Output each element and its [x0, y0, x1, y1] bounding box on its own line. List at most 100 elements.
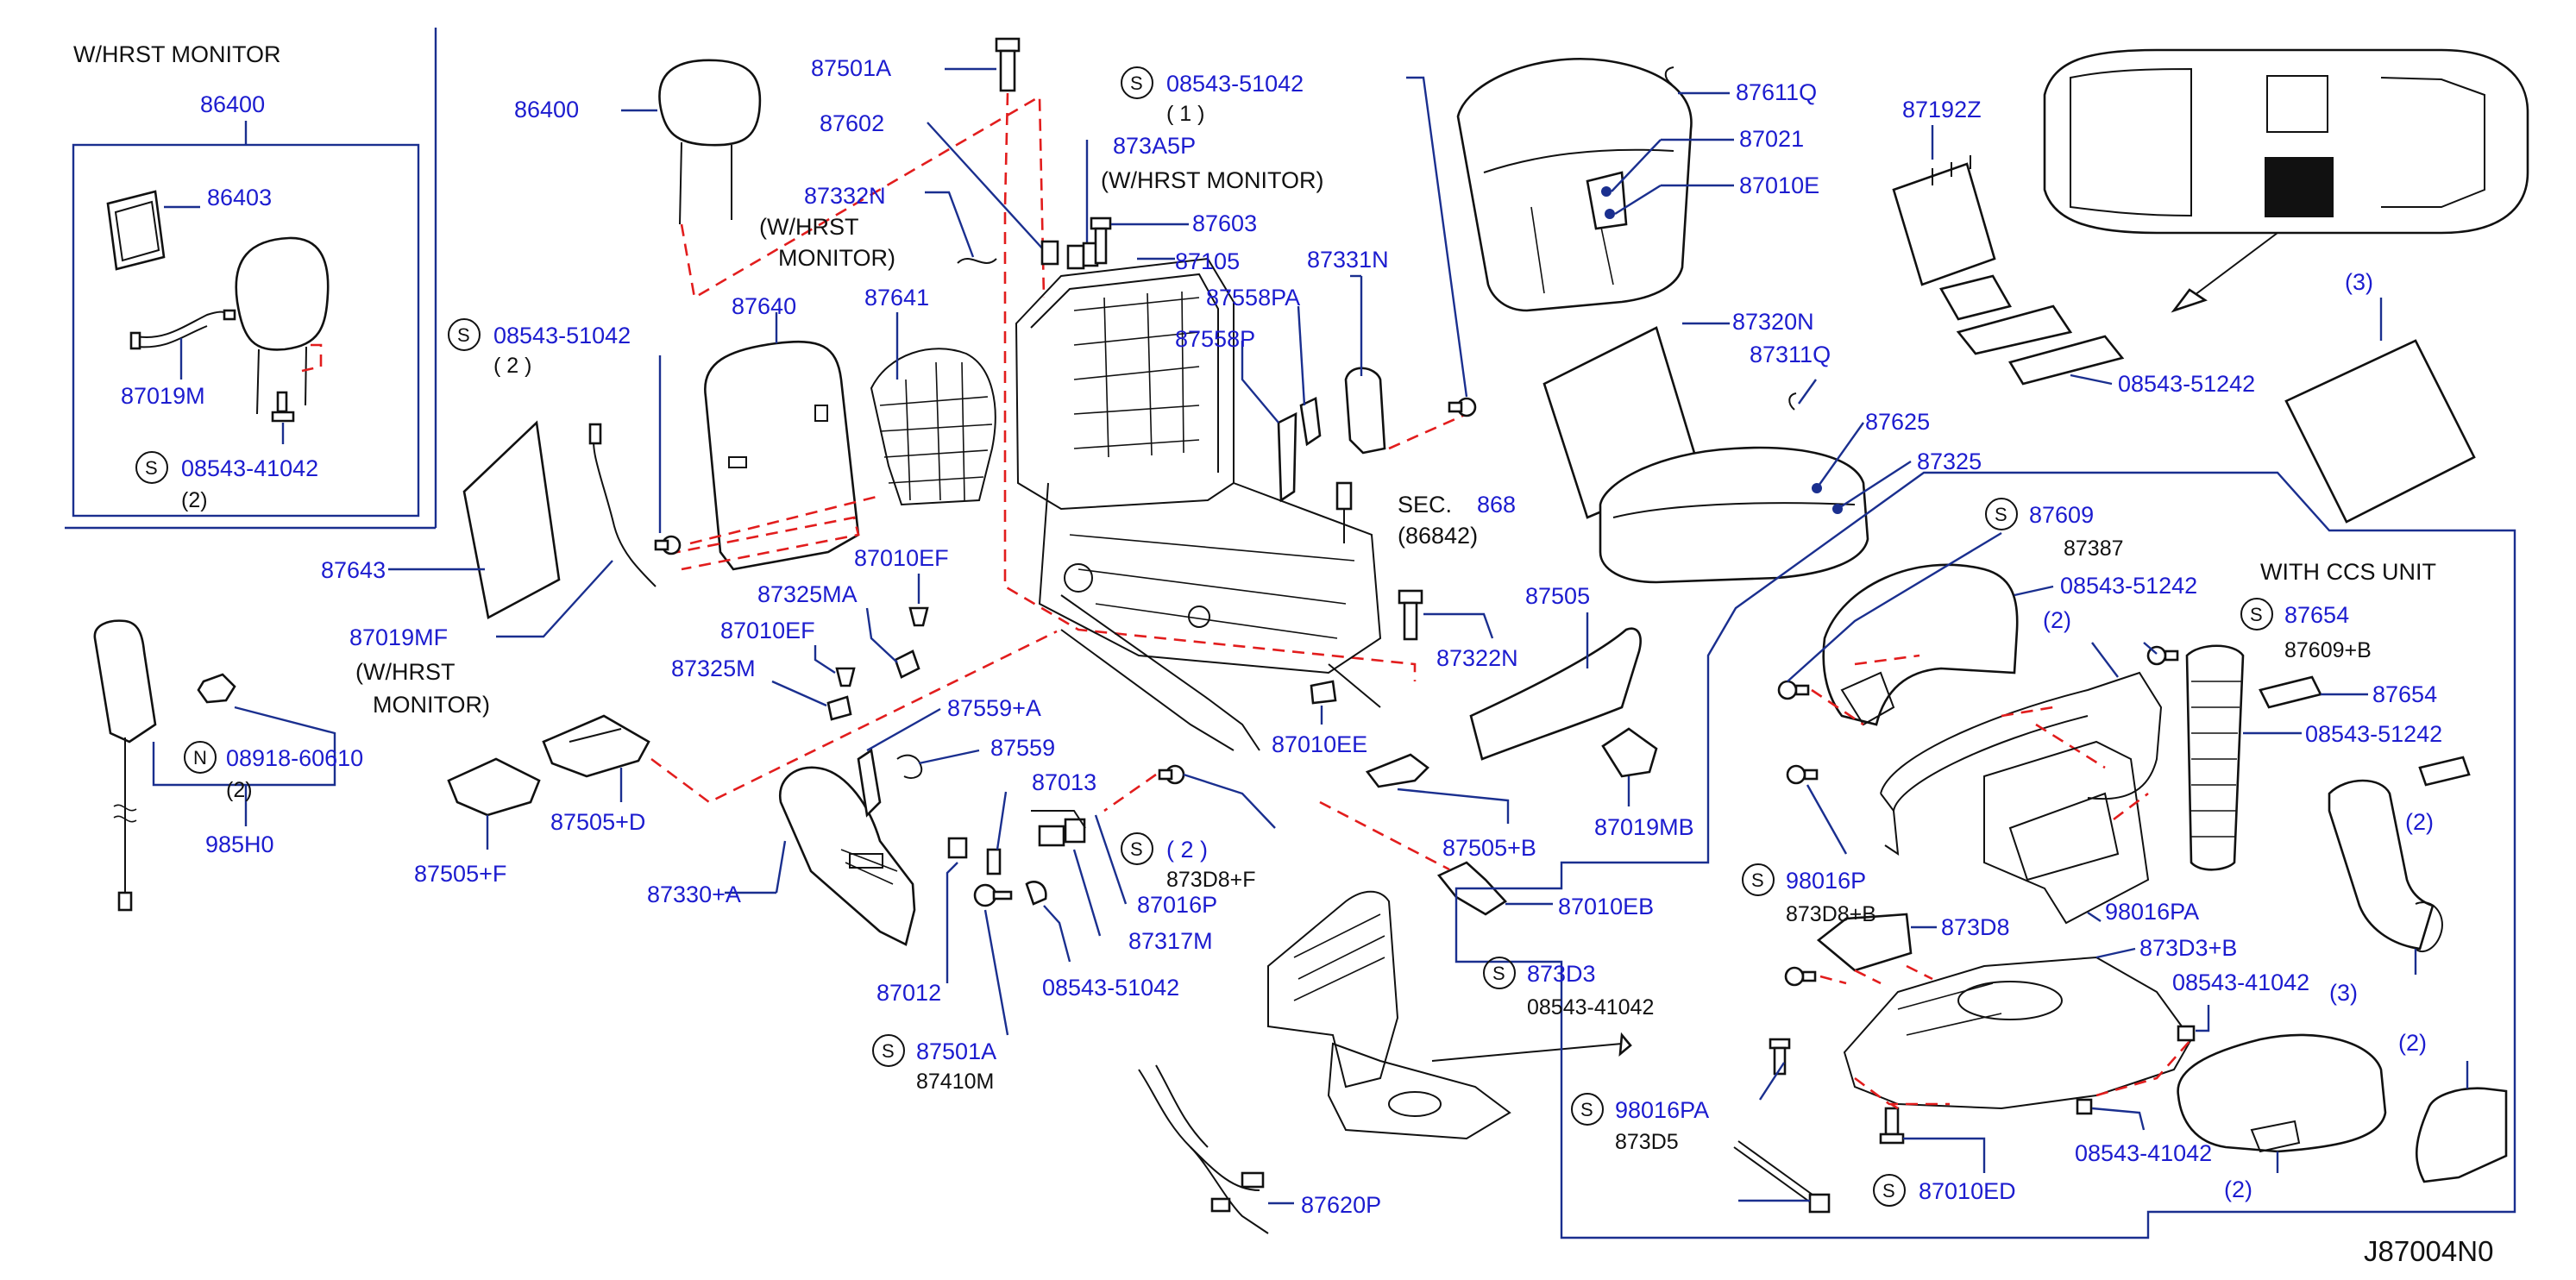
clip-87325M-icon: [826, 695, 852, 721]
seat-trim-87330A-icon: [778, 766, 916, 946]
part-label-873D8B: 98016PA: [2105, 899, 2199, 925]
lumbar-pad-985H0-icon: [93, 619, 157, 912]
diagram-code: J87004N0: [2364, 1235, 2493, 1267]
screw-left-icon: [654, 535, 682, 555]
clip-87325MA-icon: [894, 649, 920, 679]
screw-symbol: S: [2250, 604, 2263, 625]
part-label-87387: (2): [2043, 607, 2071, 633]
nut-symbol-circle: [184, 741, 217, 774]
inset-screw-icon: [271, 391, 295, 423]
part-label-87643: 87643: [321, 557, 386, 583]
inset-frame: [65, 28, 437, 530]
bracket-87558PA-icon: [1299, 397, 1322, 447]
part-label-87317M: 87012: [876, 980, 941, 1006]
qty-41042-b: 873D5: [1615, 1130, 1679, 1154]
part-label-87505: 87019MB: [1594, 814, 1694, 840]
seatback-panel-87640-icon: [704, 340, 860, 571]
headrest-icon: [658, 59, 762, 225]
ccs-section-title: WITH CCS UNIT: [2260, 559, 2436, 585]
guide-873A5P-icon: [1066, 242, 1099, 270]
screw-symbol: S: [457, 324, 470, 346]
qty-nut: (2): [226, 778, 253, 802]
clip-87317M-icon: [947, 837, 968, 859]
part-label-87609: 08543-51242: [2060, 573, 2197, 599]
clip-98016PA-a-icon: [2177, 1025, 2196, 1042]
part-label-87010E: 87311Q: [1750, 342, 1831, 367]
qty-inset: (2): [181, 488, 208, 512]
part-label-985H0: 985H0: [205, 831, 274, 857]
part-label-98016PA-a: 08543-41042: [2172, 969, 2309, 995]
hrst-note-87019MF-b: MONITOR): [373, 692, 490, 718]
screw-mid-icon: [1158, 764, 1185, 785]
part-label-87501A-mid: 87322N: [1436, 645, 1518, 671]
part-label-87322N: 87505: [1525, 583, 1590, 609]
part-label-08918-60610: 08918-60610: [226, 745, 363, 771]
part-label-98016P: 873D8: [1941, 914, 2010, 940]
part-label-87019M: 87019M: [121, 383, 205, 409]
screw-symbol-circle: [1873, 1174, 1906, 1207]
part-label-08543-51042-bot: 87501A: [916, 1038, 996, 1064]
part-label-08543-51242-b: 87654: [2284, 602, 2349, 628]
inset-title: W/HRST MONITOR: [73, 41, 281, 67]
screw-symbol: S: [1882, 1180, 1895, 1202]
hrst-note-87332N-a: (W/HRST: [759, 214, 858, 240]
part-label-87620P: 87021: [1739, 126, 1804, 152]
bracket-87559-icon: [896, 754, 923, 779]
part-label-87013: 87013: [1032, 769, 1096, 795]
screw-41042-c-icon: [1879, 1107, 1905, 1145]
seatback-spring-87641-icon: [870, 348, 996, 506]
part-label-87505F: 87505+F: [414, 861, 506, 887]
bolt-87501A-icon: [995, 37, 1021, 92]
screw-41042-b-icon: [1769, 1038, 1791, 1076]
part-label-873D8F: 87016P: [1137, 892, 1217, 918]
seat-frame-icon: [1015, 257, 1382, 751]
part-label-08543-51042-left: 08543-51042: [493, 323, 631, 348]
part-label-08543-41042-c: 87010ED: [1919, 1178, 2016, 1204]
part-label-87654-a: 87654: [2372, 681, 2437, 707]
duct-87609-icon: [1822, 563, 2019, 726]
qty-left: ( 2 ): [493, 354, 531, 378]
part-label-87331N: 87331N: [1307, 247, 1389, 273]
hrst-note-87332N-b: MONITOR): [778, 245, 895, 271]
part-label-87559: 87559: [990, 735, 1055, 761]
part-label-87010EE: 87505+B: [1442, 835, 1536, 861]
part-label-87325MA: 87325MA: [757, 581, 858, 607]
clip-87332N-icon: [957, 258, 997, 264]
cover-87322N-icon: [1469, 627, 1642, 761]
headrest-monitor-icon: [106, 190, 166, 271]
part-label-873A5P: 873A5P: [1113, 133, 1196, 159]
connector-sec868-icon: [1335, 481, 1353, 543]
bolt-icon: [973, 883, 1013, 907]
bracket-87387-icon: [1880, 671, 2163, 856]
elbow-873D3-icon: [2415, 1087, 2508, 1183]
screw-symbol-circle: [872, 1034, 905, 1067]
duct-assembly-icon: [1267, 890, 1511, 1140]
part-label-08543-51042-mid: ( 2 ): [1166, 837, 1208, 863]
seatback-cushion-87620P-icon: [1456, 58, 1693, 312]
part-label-873D3: (2): [2398, 1030, 2427, 1056]
part-label-08543-51242-c: 98016P: [1786, 868, 1866, 894]
bracket-87559A-icon: [857, 748, 882, 818]
bracket-87558P-icon: [1277, 411, 1297, 503]
screw-symbol: S: [882, 1040, 895, 1062]
qty-top: ( 1 ): [1166, 102, 1204, 126]
nut-icon: [197, 673, 236, 704]
sec-ref-sub: (86842): [1398, 523, 1478, 549]
part-label-87505D: 87505+D: [550, 809, 645, 835]
nut-symbol: N: [193, 747, 207, 769]
part-label-87602: 87602: [820, 110, 884, 136]
sec-ref-prefix: SEC.: [1398, 492, 1452, 518]
pad-87654-a-icon: [2259, 675, 2322, 709]
qty-mid: 873D8+F: [1166, 868, 1256, 892]
clip-98016PA-b-icon: [2076, 1098, 2093, 1115]
qty-51242-c: 873D8+B: [1786, 902, 1876, 926]
base-873D8-icon: [1843, 956, 2193, 1110]
part-label-08543-41042-a: 873D3: [1527, 961, 1596, 987]
bracket-87505F-icon: [447, 757, 541, 817]
part-label-87611Q: 87010E: [1739, 173, 1819, 198]
pad-87654-b-icon: [2418, 756, 2471, 787]
sheet-87192Z-icon: [2284, 339, 2476, 524]
part-label-87325M: 87325M: [671, 656, 756, 681]
screw-symbol-circle: [448, 318, 481, 351]
